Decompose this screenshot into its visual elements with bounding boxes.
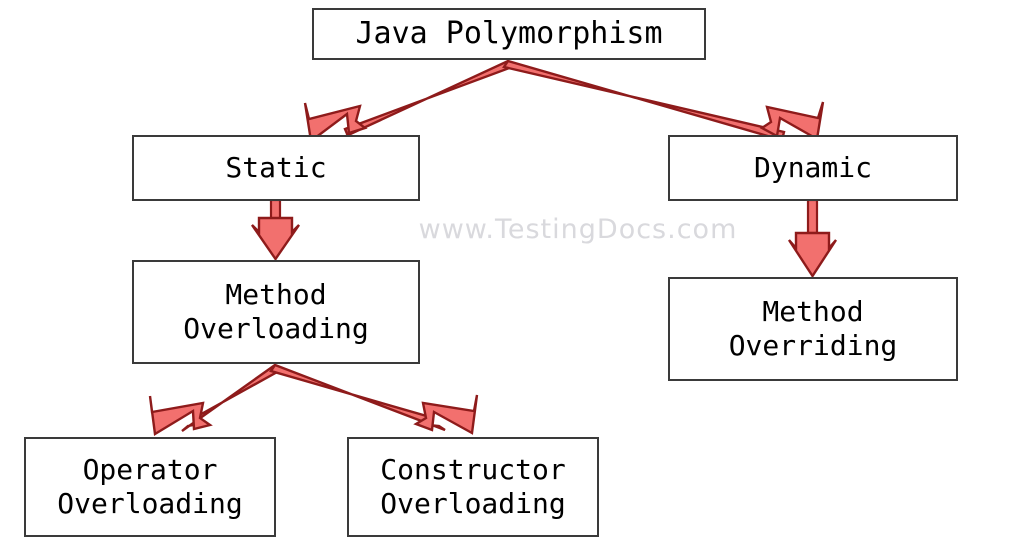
node-label-constructor-overloading: Constructor Overloading [380, 452, 566, 520]
node-method-overriding[interactable]: Method Overriding [668, 277, 958, 381]
node-constructor-overloading[interactable]: Constructor Overloading [347, 437, 599, 537]
edge-dynamic-to-method-overriding [787, 198, 838, 279]
edge-static-to-method-overloading [251, 198, 300, 262]
edge-method-overloading-to-constructor-overloading [269, 363, 479, 435]
node-operator-overloading[interactable]: Operator Overloading [24, 437, 276, 537]
edge-method-overloading-to-operator-overloading [148, 363, 281, 436]
node-label-java-polymorphism: Java Polymorphism [355, 15, 663, 51]
arrowhead-method-overloading-to-operator-overloading [148, 395, 213, 436]
node-dynamic[interactable]: Dynamic [668, 135, 958, 201]
arrowhead-method-overloading-to-constructor-overloading [413, 394, 479, 435]
arrowhead-root-to-dynamic [759, 101, 825, 141]
node-method-overloading[interactable]: Method Overloading [132, 260, 420, 364]
watermark-text: www.TestingDocs.com [418, 214, 738, 245]
edge-root-to-static [303, 59, 514, 145]
node-label-dynamic: Dynamic [753, 150, 872, 184]
node-java-polymorphism[interactable]: Java Polymorphism [312, 8, 706, 60]
node-label-operator-overloading: Operator Overloading [57, 452, 243, 520]
node-label-method-overriding: Method Overriding [728, 294, 898, 362]
arrowhead-root-to-static [303, 102, 368, 144]
node-label-static: Static [225, 150, 327, 184]
node-label-method-overloading: Method Overloading [183, 277, 369, 345]
arrowhead-dynamic-to-method-overriding [787, 231, 838, 279]
edge-root-to-dynamic [502, 59, 825, 147]
arrowhead-static-to-method-overloading [251, 216, 300, 262]
node-static[interactable]: Static [132, 135, 420, 201]
